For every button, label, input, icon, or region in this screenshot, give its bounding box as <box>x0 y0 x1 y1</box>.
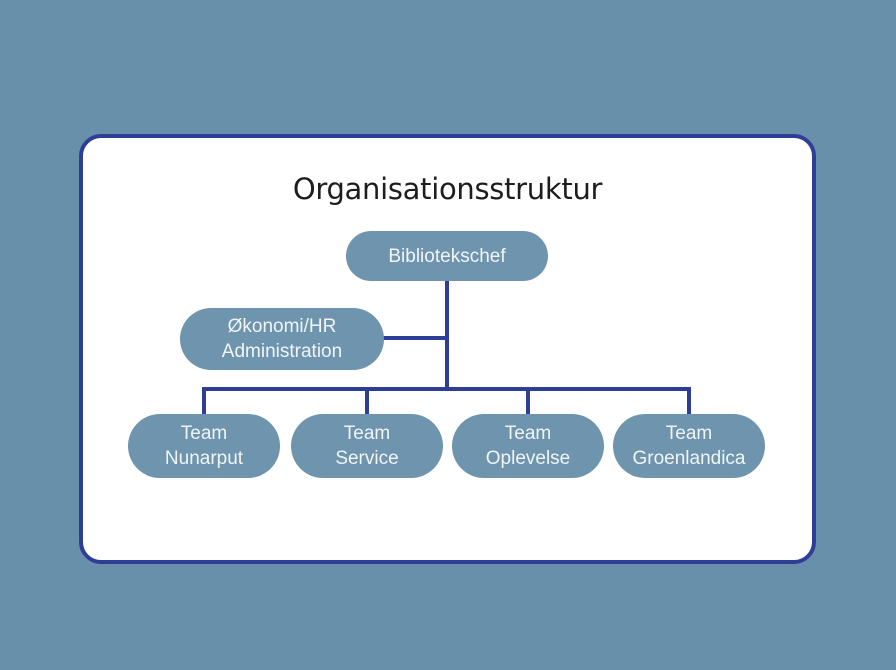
org-node-team-nunarput: Team Nunarput <box>128 414 280 478</box>
org-node-label-line2: Oplevelse <box>485 448 571 469</box>
org-node-label-line2: Groenlandica <box>632 448 746 469</box>
org-node-label-line2: Nunarput <box>164 448 244 469</box>
connector-stub-oplevelse <box>526 387 530 414</box>
org-node-okonomi-hr-administration: Økonomi/HR Administration <box>180 308 384 370</box>
connector-children-bar <box>202 387 691 391</box>
org-node-label-line1: Team <box>665 423 713 444</box>
org-node-team-service: Team Service <box>291 414 443 478</box>
org-node-label: Bibliotekschef <box>388 245 506 267</box>
org-node-label-line2: Administration <box>221 341 343 362</box>
connector-staff-link <box>382 336 449 340</box>
org-node-label-line1: Team <box>504 423 552 444</box>
org-node-label-line1: Team <box>180 423 228 444</box>
connector-trunk <box>445 279 449 391</box>
org-node-label-line2: Service <box>335 448 399 469</box>
org-node-label-line1: Økonomi/HR <box>227 316 337 337</box>
connector-stub-service <box>365 387 369 414</box>
connector-stub-groenlandica <box>687 387 691 414</box>
diagram-title: Organisationsstruktur <box>292 172 603 206</box>
connector-stub-nunarput <box>202 387 206 414</box>
org-node-label-line1: Team <box>343 423 391 444</box>
org-node-bibliotekschef: Bibliotekschef <box>346 231 548 281</box>
org-node-team-groenlandica: Team Groenlandica <box>613 414 765 478</box>
org-node-team-oplevelse: Team Oplevelse <box>452 414 604 478</box>
